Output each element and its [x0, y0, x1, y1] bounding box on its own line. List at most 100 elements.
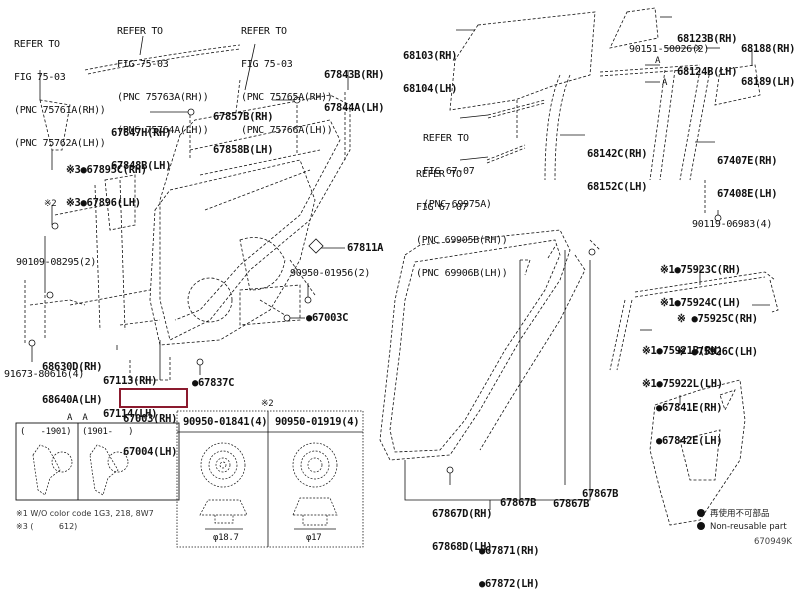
part-67867b-a[interactable]: 67867B	[500, 497, 537, 509]
refer-line: REFER TO	[241, 26, 287, 37]
part-90119-06983[interactable]: 90119-06983(4)	[692, 219, 773, 230]
belt-molding-front	[39, 99, 71, 151]
refer-line: (PNC 75761A(RH))	[14, 105, 106, 116]
grommet-right-dim: φ17	[306, 533, 322, 543]
refer-line: (PNC 75764A(LH))	[117, 125, 209, 136]
refer-fig-67-07-a[interactable]: REFER TO FIG 67-07 (PNC 69975A)	[423, 111, 492, 221]
part-68142c[interactable]: 68142C(RH) 68152C(LH)	[587, 127, 648, 204]
part-lh: 67848B(LH)	[111, 160, 172, 172]
glass-channel	[544, 74, 561, 181]
grommet-right-part[interactable]: 90950-01919(4)	[275, 416, 360, 428]
clip-67847-icon	[187, 108, 195, 116]
part-67867b-b[interactable]: 67867B	[553, 498, 590, 510]
refer-line: FIG 75-03	[117, 59, 169, 70]
part-75921b[interactable]: ※1●75921B(RH) ※1●75922L(LH)	[642, 324, 723, 401]
part-67811a[interactable]: 67811A	[347, 242, 384, 254]
grommet-right-side	[292, 497, 338, 516]
refer-fig-75-03-b[interactable]: REFER TO FIG 75-03 (PNC 75763A(RH)) (PNC…	[117, 4, 209, 147]
rear-cover-panel	[649, 379, 746, 526]
part-67843b[interactable]: 67843B(RH) 67844A(LH)	[324, 48, 385, 125]
parts-diagram	[15, 7, 779, 548]
window-glass	[449, 11, 596, 111]
grommet-left-part[interactable]: 90950-01841(4)	[183, 416, 268, 428]
part-lh: ※1●75924C(LH)	[660, 297, 741, 309]
part-lh: 68152C(LH)	[587, 181, 648, 193]
detail-aa-title: A A	[67, 413, 88, 423]
part-rh: 67857B(RH)	[213, 111, 274, 123]
part-91673-80616[interactable]: 91673-80616(4)	[4, 369, 85, 380]
part-lh: ※ ●75926C(LH)	[677, 346, 758, 358]
part-rh: 67003(RH)	[123, 413, 178, 425]
part-lh: 68104(LH)	[403, 83, 458, 95]
part-67857b[interactable]: 67857B(RH) 67858B(LH)	[213, 90, 274, 167]
clip-67867d-icon	[446, 466, 454, 474]
door-trim-outline	[104, 174, 136, 231]
part-68103[interactable]: 68103(RH) 68104(LH)	[403, 29, 458, 106]
grommet-right-top	[292, 442, 338, 488]
refer-fig-75-03-a[interactable]: REFER TO FIG 75-03 (PNC 75761A(RH)) (PNC…	[14, 17, 106, 160]
door-frame	[159, 94, 351, 341]
part-lh: 68124B(LH)	[677, 66, 738, 78]
part-lh: 67858B(LH)	[213, 144, 274, 156]
opening-trim	[479, 254, 586, 451]
part-lh: 67114(LH)	[103, 408, 158, 420]
outer-molding	[634, 271, 776, 293]
refer-line: (PNC 75766A(LH))	[241, 125, 333, 136]
refer-line: (PNC 69905B(RH))	[416, 235, 508, 246]
part-67113[interactable]: 67113(RH) 67114(LH)	[103, 354, 158, 431]
footnote-3: ※3 ( 612)	[16, 522, 78, 531]
refer-line: REFER TO	[117, 26, 163, 37]
part-67407e[interactable]: 67407E(RH) 67408E(LH)	[717, 134, 778, 211]
detail-aa-left-caption: ( -1901)	[20, 427, 72, 437]
clip-90119-icon	[714, 214, 722, 222]
part-75923c[interactable]: ※1●75923C(RH) ※1●75924C(LH)	[660, 243, 741, 320]
quarter-frame	[714, 64, 761, 106]
part-67003-highlighted[interactable]: 67003(RH) 67004(LH)	[123, 392, 178, 469]
part-68188[interactable]: 68188(RH) 68189(LH)	[741, 22, 796, 99]
legend: 再使用不可部品 Non-reusable part	[697, 508, 787, 534]
part-67003c[interactable]: ●67003C	[306, 312, 349, 324]
part-rh: 68142C(RH)	[587, 148, 648, 160]
bullet-icon	[697, 522, 705, 530]
figure-id: 670949K	[753, 537, 792, 547]
refer-line: (PNC 69906B(LH))	[416, 268, 508, 279]
refer-fig-67-07-b[interactable]: REFER TO FIG 67-07 (PNC 69905B(RH)) (PNC…	[416, 147, 508, 290]
refer-fig-75-03-c[interactable]: REFER TO FIG 75-03 (PNC 75765A(RH)) (PNC…	[241, 4, 333, 147]
refer-line: REFER TO	[14, 39, 60, 50]
part-rh: 68123B(RH)	[677, 33, 738, 45]
part-lh: ※1●75922L(LH)	[642, 378, 723, 390]
pad-icon	[308, 238, 324, 254]
part-67867d[interactable]: 67867D(RH) 67868D(LH)	[432, 487, 493, 564]
part-75925c[interactable]: ※ ●75925C(RH) ※ ●75926C(LH)	[677, 292, 758, 369]
part-lh: 67408E(LH)	[717, 188, 778, 200]
part-lh: 68640A(LH)	[42, 394, 103, 406]
part-rh: ●67871(RH)	[479, 545, 540, 557]
part-68123b[interactable]: 68123B(RH) 68124B(LH)	[677, 12, 738, 89]
part-90109-08295[interactable]: 90109-08295(2)	[16, 257, 97, 268]
note-mark-2: ※2	[44, 199, 57, 209]
detail-aa-right-caption: (1901- )	[82, 427, 134, 437]
part-90950-01956[interactable]: 90950-01956(2)	[290, 268, 371, 279]
refer-line: (PNC 75765A(RH))	[241, 92, 333, 103]
clip-67867b-icon	[588, 248, 596, 256]
part-lh: ※3●67896(LH)	[66, 197, 141, 209]
part-67837c[interactable]: ●67837C	[192, 377, 235, 389]
part-67867b-c[interactable]: 67867B	[582, 488, 619, 500]
grommet-detail-box	[176, 410, 364, 548]
part-67871[interactable]: ●67871(RH) ●67872(LH)	[479, 524, 540, 601]
highlight-box	[119, 388, 188, 408]
part-67841e[interactable]: ●67841E(RH) ●67842E(LH)	[656, 381, 723, 458]
belt-molding-upper	[84, 44, 241, 71]
part-67895c[interactable]: ※3●67895C(RH) ※3●67896(LH)	[66, 143, 147, 220]
refer-line: (PNC 69975A)	[423, 199, 492, 210]
detail-aa-box	[15, 422, 180, 501]
part-lh: 68189(LH)	[741, 76, 796, 88]
refer-line: REFER TO	[423, 133, 469, 144]
part-90151-50026[interactable]: 90151-50026(2)	[629, 44, 710, 55]
bullet-icon	[697, 509, 705, 517]
refer-line: FIG 75-03	[241, 59, 293, 70]
quarter-glass	[609, 7, 659, 49]
part-68630d[interactable]: 68630D(RH) 68640A(LH)	[42, 340, 103, 417]
part-rh: 68630D(RH)	[42, 361, 103, 373]
part-67847h[interactable]: 67847H(RH) 67848B(LH)	[111, 106, 172, 183]
